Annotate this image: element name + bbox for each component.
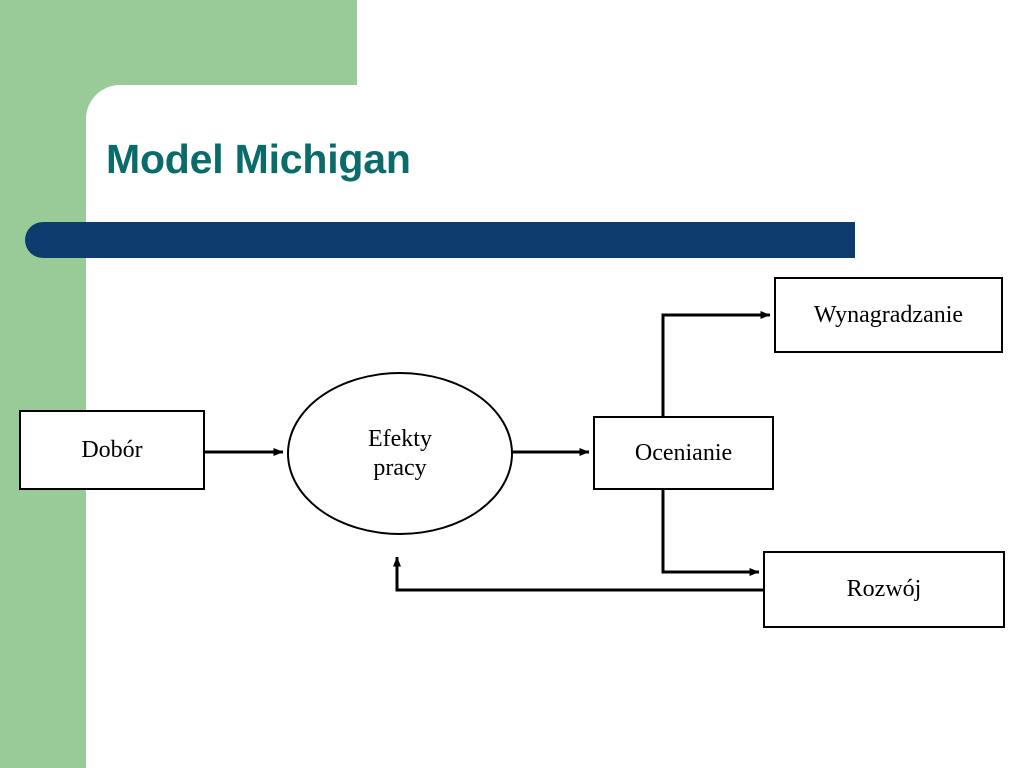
diagram-node-dobor-label: Dobór: [81, 436, 143, 463]
edge-ocenianie-to-wynagradzanie: [661, 311, 771, 416]
diagram-node-efekty-pracy-label-line1: Efekty: [368, 426, 432, 453]
page-title: Model Michigan: [106, 136, 411, 182]
diagram-node-ocenianie[interactable]: Ocenianie: [593, 416, 774, 490]
content-white-panel: [86, 85, 1024, 768]
diagram-node-rozwoj-label: Rozwój: [846, 576, 922, 603]
diagram-node-efekty-pracy-label: Efekty pracy: [362, 425, 438, 482]
diagram-node-efekty-pracy[interactable]: Efekty pracy: [287, 372, 513, 535]
diagram-node-wynagradzanie-label: Wynagradzanie: [813, 301, 964, 328]
title-divider-bar: [25, 222, 855, 258]
edge-ocenianie-to-rozwoj: [661, 490, 760, 576]
diagram-node-rozwoj[interactable]: Rozwój: [763, 551, 1005, 628]
diagram-node-ocenianie-label: Ocenianie: [634, 439, 733, 466]
edge-rozwoj-to-efekty-feedback: [393, 556, 763, 592]
diagram-node-wynagradzanie[interactable]: Wynagradzanie: [774, 277, 1003, 353]
diagram-node-dobor[interactable]: Dobór: [19, 410, 205, 490]
diagram-node-efekty-pracy-label-line2: pracy: [373, 454, 427, 481]
